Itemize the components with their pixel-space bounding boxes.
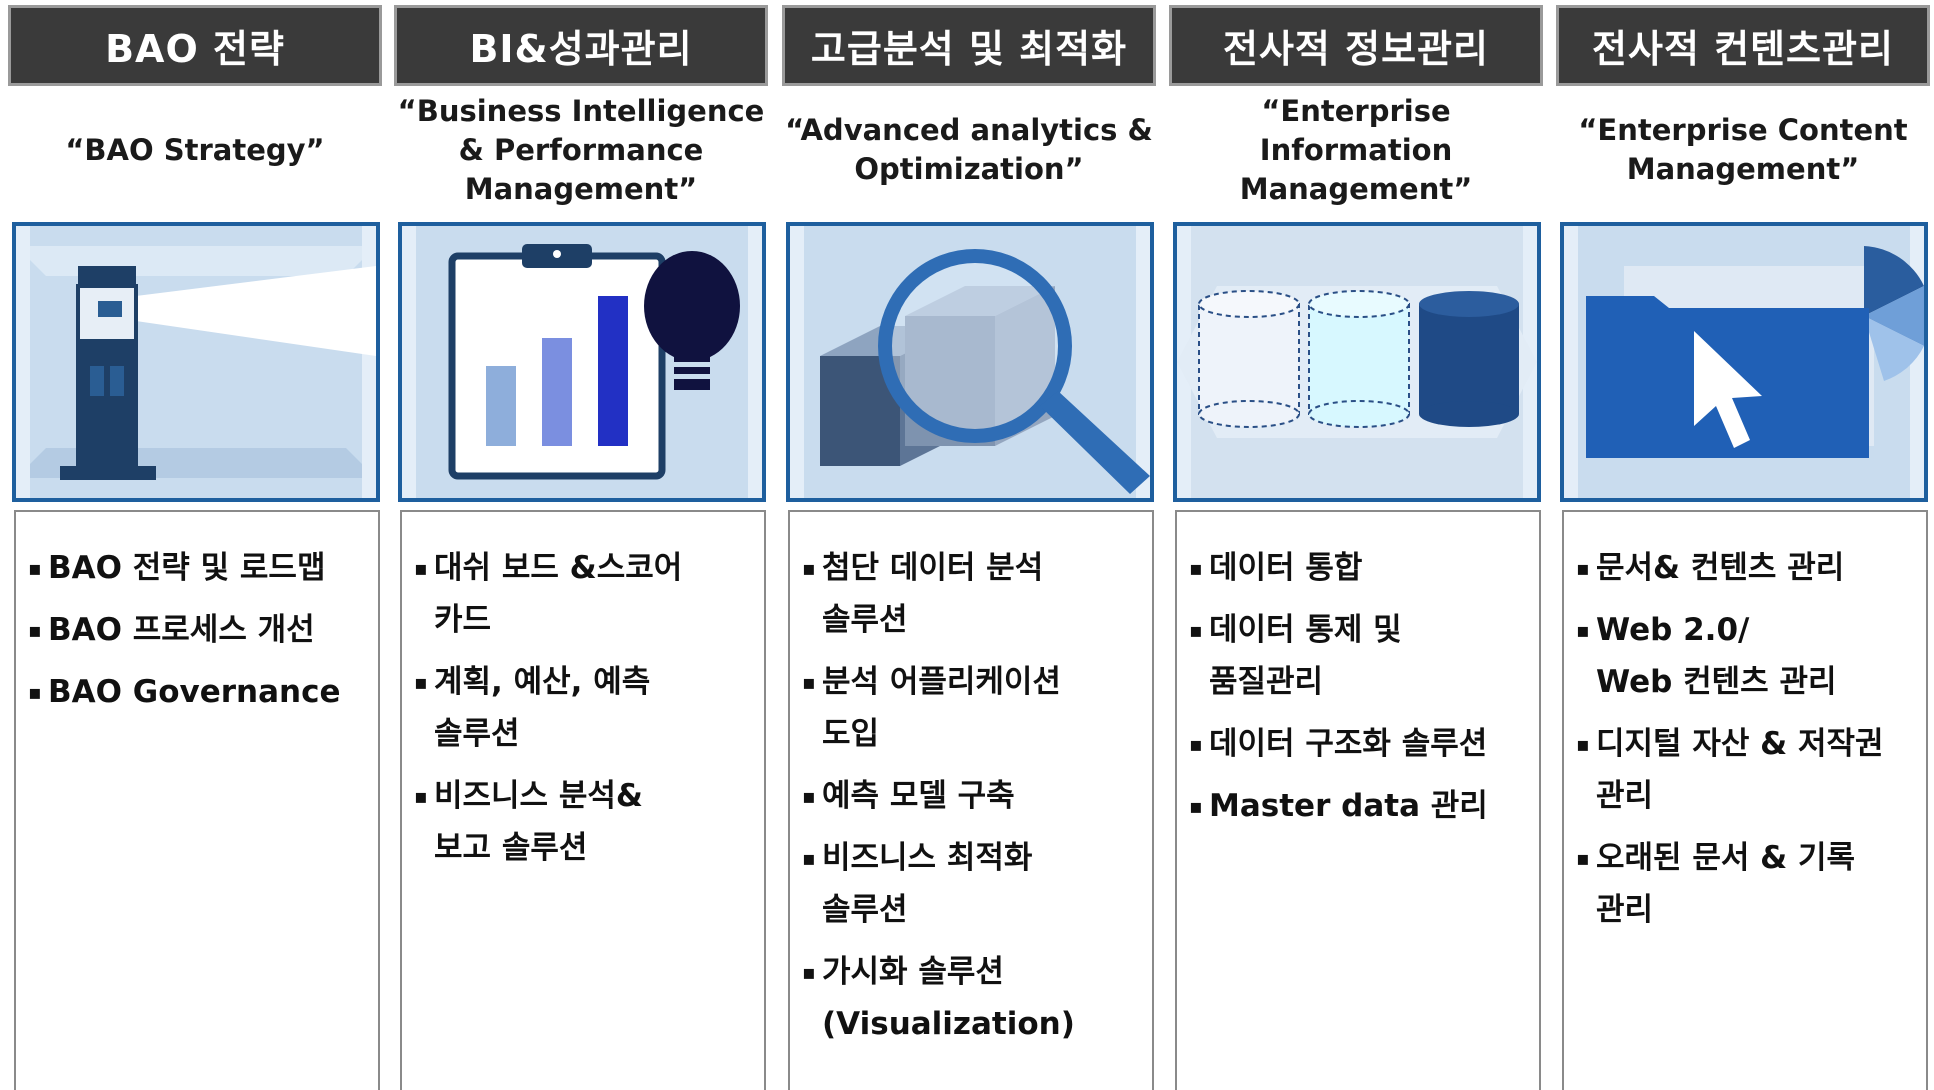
- item-text: 데이터 구조화 솔루션: [1209, 726, 1488, 762]
- column-item-list: ▪ 대쉬 보드 &스코어 카드 ▪ 계획, 예산, 예측 솔루션 ▪ 비즈니스 …: [400, 510, 766, 1090]
- item-text-continued: 솔루션: [822, 892, 908, 928]
- bullet-icon: ▪: [802, 670, 816, 694]
- column-item-list: ▪ 데이터 통합 ▪ 데이터 통제 및 품질관리 ▪ 데이터 구조화 솔루션 ▪…: [1175, 510, 1541, 1090]
- item-text: BAO 전략 및 로드맵: [48, 550, 326, 586]
- item-text: 예측 모델 구축: [822, 778, 1015, 814]
- list-item: ▪ 계획, 예산, 예측 솔루션: [412, 656, 756, 760]
- bullet-icon: ▪: [414, 556, 428, 580]
- bullet-icon: ▪: [28, 680, 42, 704]
- list-item: ▪ 데이터 통제 및 품질관리: [1187, 604, 1531, 708]
- item-text: 비즈니스 분석&: [434, 778, 643, 814]
- item-text-continued: 관리: [1596, 892, 1654, 928]
- column-advanced-analytics: 고급분석 및 최적화 “Advanced analytics & Optimiz…: [782, 0, 1156, 1090]
- list-item: ▪ 문서& 컨텐츠 관리: [1574, 542, 1918, 594]
- list-item: ▪ 디지털 자산 & 저작권 관리: [1574, 718, 1918, 822]
- list-item: ▪ 비즈니스 분석& 보고 솔루션: [412, 770, 756, 874]
- clipboard-chart-icon: [398, 222, 766, 502]
- bullet-icon: ▪: [1189, 732, 1203, 756]
- item-text: 문서& 컨텐츠 관리: [1596, 550, 1845, 586]
- item-text-continued: Web 컨텐츠 관리: [1596, 664, 1837, 700]
- bullet-icon: ▪: [802, 784, 816, 808]
- item-text: Web 2.0/: [1596, 612, 1750, 648]
- bullet-icon: ▪: [1576, 618, 1590, 642]
- list-item: ▪ BAO 프로세스 개선: [26, 604, 370, 656]
- column-item-list: ▪ BAO 전략 및 로드맵 ▪ BAO 프로세스 개선 ▪ BAO Gover…: [14, 510, 380, 1090]
- item-text: 데이터 통합: [1209, 550, 1363, 586]
- item-text: 분석 어플리케이션: [822, 664, 1061, 700]
- list-item: ▪ 대쉬 보드 &스코어 카드: [412, 542, 756, 646]
- list-item: ▪ Master data 관리: [1187, 780, 1531, 832]
- column-enterprise-information: 전사적 정보관리 “Enterprise Information Managem…: [1169, 0, 1543, 1090]
- column-subtitle: “Enterprise Information Management”: [1239, 93, 1473, 206]
- column-item-list: ▪ 첨단 데이터 분석 솔루션 ▪ 분석 어플리케이션 도입 ▪ 예측 모델 구…: [788, 510, 1154, 1090]
- item-text: 데이터 통제 및: [1209, 612, 1402, 648]
- column-bi-performance: BI&성과관리 “Business Intelligence & Perform…: [394, 0, 768, 1090]
- item-text: 대쉬 보드 &스코어: [434, 550, 683, 586]
- item-text: BAO Governance: [48, 674, 341, 710]
- item-text: BAO 프로세스 개선: [48, 612, 315, 648]
- database-cylinders-icon: [1173, 222, 1541, 502]
- column-header: 고급분석 및 최적화: [782, 5, 1156, 86]
- column-bao-strategy: BAO 전략 “BAO Strategy” ▪ BAO: [8, 0, 382, 1090]
- item-text-continued: (Visualization): [822, 1006, 1075, 1042]
- bullet-icon: ▪: [1189, 618, 1203, 642]
- list-item: ▪ BAO Governance: [26, 666, 370, 718]
- item-text: 계획, 예산, 예측: [434, 664, 651, 700]
- bullet-icon: ▪: [802, 556, 816, 580]
- list-item: ▪ 오래된 문서 & 기록 관리: [1574, 832, 1918, 936]
- item-text: 비즈니스 최적화: [822, 840, 1033, 876]
- item-text: 가시화 솔루션: [822, 954, 1004, 990]
- list-item: ▪ 첨단 데이터 분석 솔루션: [800, 542, 1144, 646]
- column-subtitle: “BAO Strategy”: [65, 132, 325, 167]
- bullet-icon: ▪: [1189, 556, 1203, 580]
- lighthouse-icon: [12, 222, 380, 502]
- column-header: BAO 전략: [8, 5, 382, 86]
- item-text-continued: 솔루션: [822, 602, 908, 638]
- list-item: ▪ 데이터 구조화 솔루션: [1187, 718, 1531, 770]
- list-item: ▪ BAO 전략 및 로드맵: [26, 542, 370, 594]
- bullet-icon: ▪: [1576, 732, 1590, 756]
- magnifier-cube-icon: [786, 222, 1154, 502]
- item-text-continued: 카드: [434, 602, 492, 638]
- bullet-icon: ▪: [414, 784, 428, 808]
- column-header: BI&성과관리: [394, 5, 768, 86]
- item-text: Master data 관리: [1209, 788, 1488, 824]
- column-enterprise-content: 전사적 컨텐츠관리 “Enterprise Content Management…: [1556, 0, 1930, 1090]
- item-text: 첨단 데이터 분석: [822, 550, 1044, 586]
- item-text-continued: 관리: [1596, 778, 1654, 814]
- list-item: ▪ 비즈니스 최적화 솔루션: [800, 832, 1144, 936]
- bullet-icon: ▪: [1576, 846, 1590, 870]
- list-item: ▪ 가시화 솔루션 (Visualization): [800, 946, 1144, 1050]
- bullet-icon: ▪: [28, 556, 42, 580]
- bullet-icon: ▪: [802, 846, 816, 870]
- item-text-continued: 도입: [822, 716, 880, 752]
- bullet-icon: ▪: [414, 670, 428, 694]
- item-text-continued: 보고 솔루션: [434, 830, 588, 866]
- column-subtitle: “Enterprise Content Management”: [1578, 113, 1908, 186]
- column-header: 전사적 정보관리: [1169, 5, 1543, 86]
- list-item: ▪ 예측 모델 구축: [800, 770, 1144, 822]
- column-item-list: ▪ 문서& 컨텐츠 관리 ▪ Web 2.0/ Web 컨텐츠 관리 ▪ 디지털…: [1562, 510, 1928, 1090]
- column-subtitle: “Advanced analytics & Optimization”: [785, 113, 1153, 186]
- list-item: ▪ 데이터 통합: [1187, 542, 1531, 594]
- list-item: ▪ 분석 어플리케이션 도입: [800, 656, 1144, 760]
- column-header: 전사적 컨텐츠관리: [1556, 5, 1930, 86]
- item-text-continued: 품질관리: [1209, 664, 1324, 700]
- bullet-icon: ▪: [1189, 794, 1203, 818]
- folder-cursor-icon: [1560, 222, 1928, 502]
- list-item: ▪ Web 2.0/ Web 컨텐츠 관리: [1574, 604, 1918, 708]
- bullet-icon: ▪: [28, 618, 42, 642]
- column-subtitle: “Business Intelligence & Performance Man…: [397, 93, 765, 206]
- item-text: 오래된 문서 & 기록: [1596, 840, 1856, 876]
- item-text: 디지털 자산 & 저작권: [1596, 726, 1884, 762]
- bullet-icon: ▪: [802, 960, 816, 984]
- item-text-continued: 솔루션: [434, 716, 520, 752]
- bullet-icon: ▪: [1576, 556, 1590, 580]
